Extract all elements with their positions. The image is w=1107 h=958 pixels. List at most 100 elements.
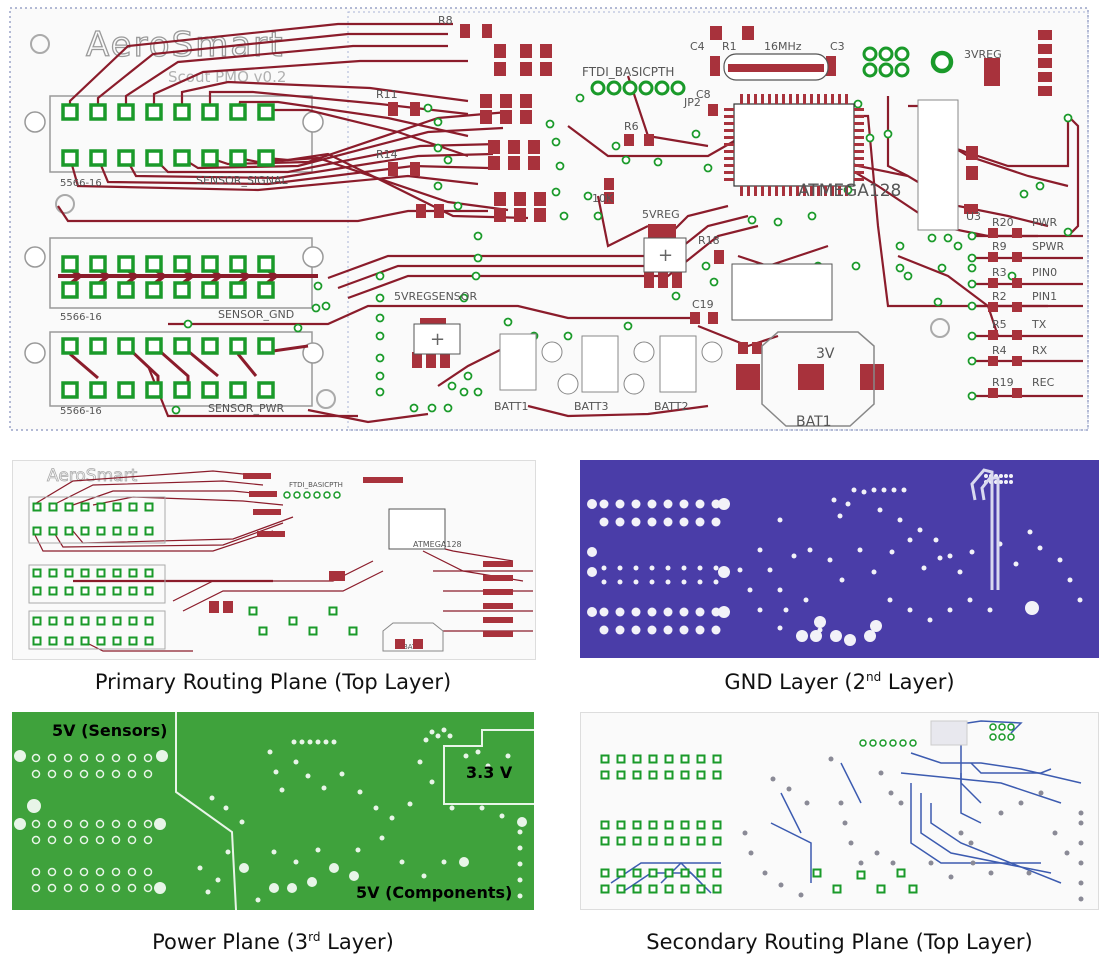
via	[459, 387, 469, 397]
connector-hole	[47, 819, 57, 829]
connector-pad	[61, 337, 79, 355]
thermal-via	[665, 579, 671, 585]
connector-pad	[112, 526, 122, 536]
connector-body-pwr	[49, 331, 313, 407]
connector-hole	[31, 835, 41, 845]
connector-pad	[89, 337, 107, 355]
via	[831, 497, 837, 503]
smd-pad	[412, 352, 422, 368]
via	[1004, 474, 1008, 478]
via	[948, 874, 954, 880]
via	[1078, 896, 1084, 902]
via	[1078, 810, 1084, 816]
connector-pad	[144, 568, 154, 578]
mounting-hole	[587, 567, 597, 577]
via	[767, 567, 773, 573]
via	[427, 403, 437, 413]
smd-pad	[540, 44, 552, 58]
connector-pad	[712, 820, 722, 830]
trace	[307, 408, 429, 424]
via	[1067, 577, 1073, 583]
via	[907, 607, 913, 613]
connector-pad	[128, 586, 138, 596]
trace	[82, 640, 193, 652]
via	[1018, 800, 1024, 806]
mounting-hole-icon	[30, 34, 50, 54]
via	[215, 877, 221, 883]
via	[485, 763, 491, 769]
label-crystal: 16MHz	[764, 40, 802, 53]
led-pad	[1012, 278, 1022, 288]
caption-power: Power Plane (3rd Layer)	[12, 930, 534, 954]
connector-pad	[145, 149, 163, 167]
led-ref-label: R2	[992, 290, 1007, 303]
smd-pad	[964, 204, 978, 214]
via	[305, 773, 311, 779]
connector-pad	[32, 526, 42, 536]
connector-hole	[615, 625, 625, 635]
smd-pad	[483, 575, 513, 581]
ic-body-u3	[917, 99, 959, 231]
label-sensor-signal: SENSOR_SIGNAL	[196, 174, 288, 187]
via	[917, 527, 923, 533]
header-pin	[879, 739, 887, 747]
connector-pad	[680, 836, 690, 846]
gnd-cutout-line	[980, 476, 1000, 590]
mounting-hole	[14, 750, 26, 762]
via	[279, 787, 285, 793]
connector-pad	[144, 586, 154, 596]
via	[748, 850, 754, 856]
trace	[153, 142, 499, 174]
via	[967, 279, 977, 289]
trace	[152, 59, 468, 112]
mcu-pin	[724, 157, 734, 160]
via	[967, 263, 977, 273]
connector-hole	[663, 517, 673, 527]
via	[517, 893, 523, 899]
via	[901, 487, 907, 493]
via	[967, 597, 973, 603]
via	[473, 253, 483, 263]
connector-pad	[600, 884, 610, 894]
thermal-via	[601, 565, 607, 571]
connector-pad	[144, 616, 154, 626]
trace	[780, 792, 802, 834]
via	[621, 155, 631, 165]
mcu-pin	[854, 150, 864, 153]
trace	[96, 32, 448, 112]
connector-hole	[79, 835, 89, 845]
connector-pad	[48, 616, 58, 626]
connector-hole	[127, 835, 137, 845]
via	[827, 557, 833, 563]
via	[399, 859, 405, 865]
smd-pad	[426, 352, 436, 368]
batt-pad	[812, 868, 822, 878]
header-pin	[638, 80, 654, 96]
trace	[209, 110, 509, 166]
via	[1004, 480, 1008, 484]
led-pad	[988, 302, 998, 312]
header-pin	[323, 491, 331, 499]
connector-pad	[64, 526, 74, 536]
connector-hole	[615, 517, 625, 527]
via	[447, 381, 457, 391]
via	[499, 813, 505, 819]
connector-hole	[615, 607, 625, 617]
mcu-pin	[803, 186, 806, 196]
led-pad	[1012, 302, 1022, 312]
thermal-via	[649, 565, 655, 571]
via	[1037, 545, 1043, 551]
via	[417, 759, 423, 765]
connector-hole	[647, 625, 657, 635]
caption-gnd-post: Layer)	[881, 670, 955, 694]
via	[757, 607, 763, 613]
connector-hole	[47, 883, 57, 893]
thermal-via	[697, 565, 703, 571]
large-hole	[830, 630, 842, 642]
via	[889, 549, 895, 555]
via	[293, 323, 303, 333]
connector-pad	[201, 103, 219, 121]
led-resistor-pads	[988, 228, 1022, 398]
trace	[596, 195, 649, 248]
connector-hole	[127, 753, 137, 763]
